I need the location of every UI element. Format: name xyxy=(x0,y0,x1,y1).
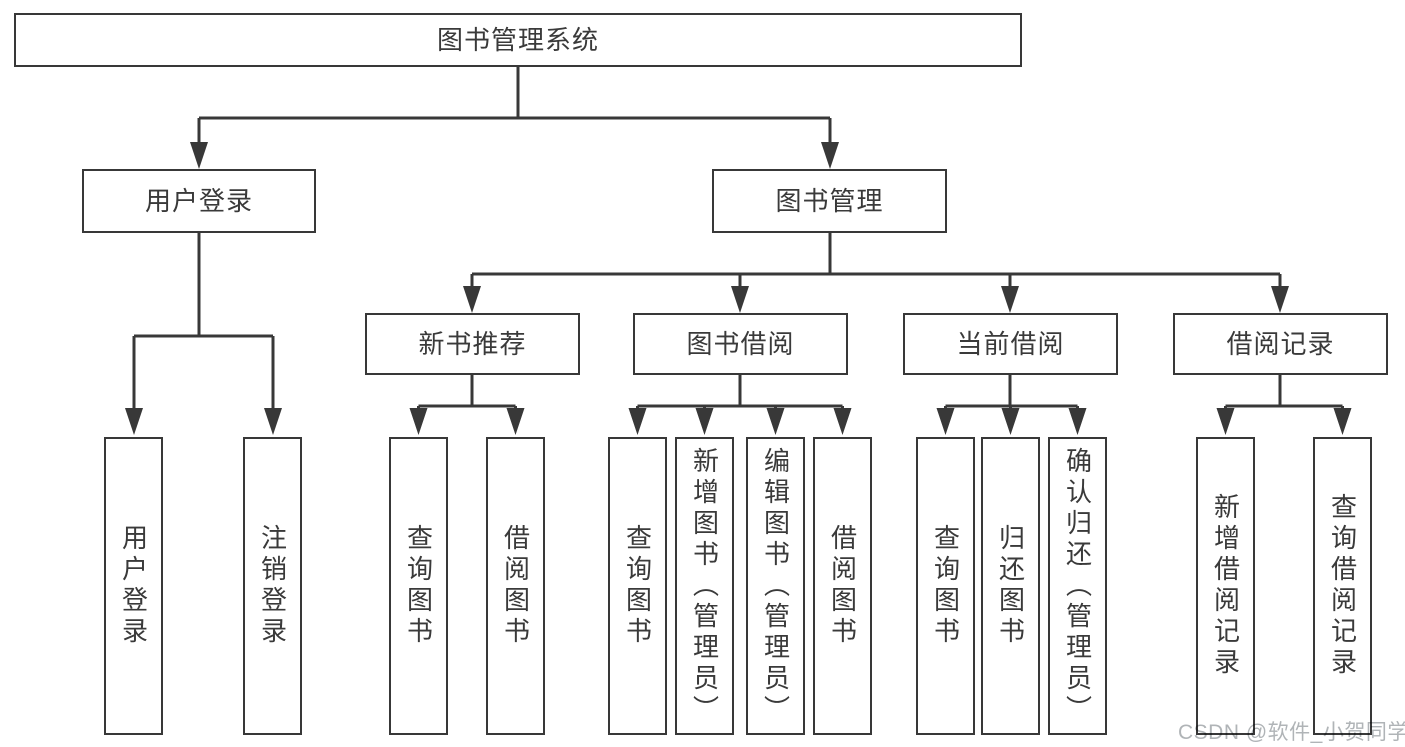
node-user-login-label: 用户登录 xyxy=(144,186,253,216)
connector-root xyxy=(197,67,832,144)
connector-current-borrowing xyxy=(944,375,1079,412)
node-book-management-label: 图书管理 xyxy=(775,186,884,216)
leaf-edit-book-admin: 编辑图书（管理员） xyxy=(746,437,805,735)
leaf-borrow-books-borrowing-label: 借阅图书 xyxy=(827,524,858,648)
node-book-borrowing: 图书借阅 xyxy=(633,313,848,375)
node-user-login: 用户登录 xyxy=(82,169,316,233)
leaf-edit-book-admin-label: 编辑图书（管理员） xyxy=(760,446,791,726)
leaf-user-login-label: 用户登录 xyxy=(118,524,149,648)
arrowheads-leaves xyxy=(125,408,1352,435)
leaf-query-books-recommend: 查询图书 xyxy=(389,437,448,735)
leaf-borrow-books-borrowing: 借阅图书 xyxy=(813,437,872,735)
connector-user-login xyxy=(132,233,275,412)
leaf-query-books-borrowing-label: 查询图书 xyxy=(622,524,653,648)
node-current-borrowing: 当前借阅 xyxy=(903,313,1118,375)
leaf-logout: 注销登录 xyxy=(243,437,302,735)
node-library-system-label: 图书管理系统 xyxy=(436,25,599,55)
leaf-query-books-recommend-label: 查询图书 xyxy=(403,524,434,648)
leaf-confirm-return-admin-label: 确认归还（管理员） xyxy=(1062,446,1093,726)
leaf-add-book-admin-label: 新增图书（管理员） xyxy=(689,446,720,726)
leaf-confirm-return-admin: 确认归还（管理员） xyxy=(1048,437,1107,735)
node-book-borrowing-label: 图书借阅 xyxy=(686,329,795,359)
connector-book-management xyxy=(470,233,1282,288)
leaf-query-books-current-label: 查询图书 xyxy=(930,524,961,648)
node-current-borrowing-label: 当前借阅 xyxy=(956,329,1065,359)
arrowheads-level2 xyxy=(190,142,839,169)
node-new-book-recommendation: 新书推荐 xyxy=(365,313,580,375)
node-new-book-recommendation-label: 新书推荐 xyxy=(418,329,527,359)
connector-book-borrowing xyxy=(636,375,844,412)
connector-borrowing-records xyxy=(1224,375,1344,412)
leaf-return-books-label: 归还图书 xyxy=(995,524,1026,648)
leaf-return-books: 归还图书 xyxy=(981,437,1040,735)
leaf-user-login: 用户登录 xyxy=(104,437,163,735)
leaf-add-borrow-record: 新增借阅记录 xyxy=(1196,437,1255,735)
leaf-borrow-books-recommend-label: 借阅图书 xyxy=(500,524,531,648)
csdn-watermark: CSDN @软件_小贺同学 xyxy=(1178,721,1405,744)
node-borrowing-records: 借阅记录 xyxy=(1173,313,1388,375)
leaf-query-books-borrowing: 查询图书 xyxy=(608,437,667,735)
arrowheads-level3 xyxy=(463,286,1289,313)
leaf-add-book-admin: 新增图书（管理员） xyxy=(675,437,734,735)
connector-new-book-recommendation xyxy=(417,375,517,412)
leaf-add-borrow-record-label: 新增借阅记录 xyxy=(1210,493,1241,679)
leaf-logout-label: 注销登录 xyxy=(257,524,288,648)
node-borrowing-records-label: 借阅记录 xyxy=(1226,329,1335,359)
leaf-query-borrow-record-label: 查询借阅记录 xyxy=(1327,493,1358,679)
node-book-management: 图书管理 xyxy=(712,169,947,233)
node-library-system: 图书管理系统 xyxy=(14,13,1022,67)
leaf-query-books-current: 查询图书 xyxy=(916,437,975,735)
leaf-query-borrow-record: 查询借阅记录 xyxy=(1313,437,1372,735)
leaf-borrow-books-recommend: 借阅图书 xyxy=(486,437,545,735)
